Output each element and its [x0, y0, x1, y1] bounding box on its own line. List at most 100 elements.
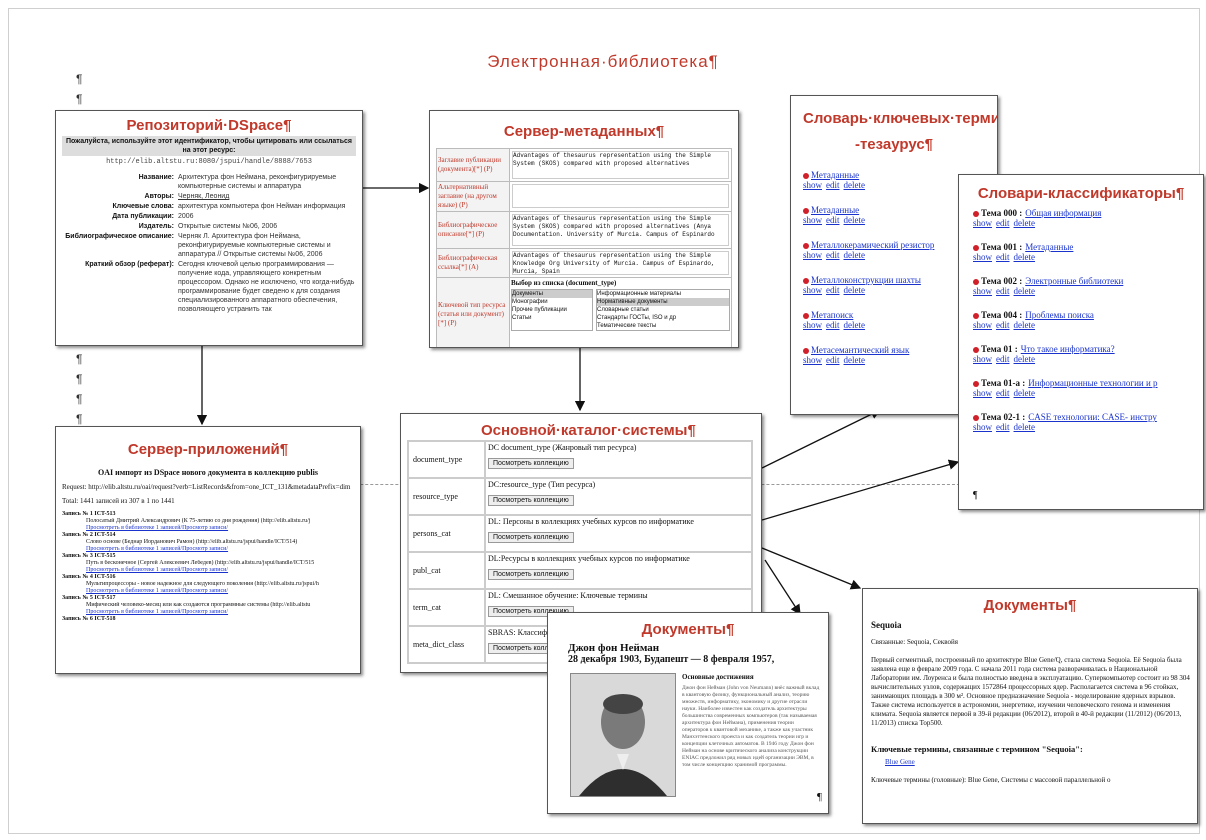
dspace-field-value[interactable]: Черняк, Леонид	[178, 193, 230, 200]
action-show-link[interactable]: show	[973, 252, 993, 262]
select-option[interactable]: Прочие публикации	[512, 307, 567, 313]
select-option[interactable]: Нормативные документы	[597, 298, 729, 306]
action-show-link[interactable]: show	[803, 320, 823, 330]
action-show-link[interactable]: show	[803, 180, 823, 190]
classifier-name-link[interactable]: CASE технологии: CASE- инстру	[1028, 412, 1157, 422]
action-edit-link[interactable]: edit	[826, 215, 840, 225]
action-delete-link[interactable]: delete	[1013, 320, 1036, 330]
classifier-name-link[interactable]: Информационные технологии и р	[1028, 378, 1158, 388]
action-show-link[interactable]: show	[803, 355, 823, 365]
action-delete-link[interactable]: delete	[843, 320, 866, 330]
doc-sequoia-footer: Ключевые термины (головные): Blue Gene, …	[871, 776, 1111, 784]
view-collection-button[interactable]: Посмотреть коллекцию	[488, 532, 574, 543]
record-links[interactable]: Просмотреть в библиотеке 1 записей/Просм…	[86, 567, 229, 573]
action-show-link[interactable]: show	[803, 215, 823, 225]
action-delete-link[interactable]: delete	[843, 215, 866, 225]
action-edit-link[interactable]: edit	[996, 218, 1010, 228]
dspace-handle[interactable]: http://elib.altstu.ru:8080/jspui/handle/…	[106, 158, 312, 166]
action-show-link[interactable]: show	[803, 285, 823, 295]
doc-sequoia-text: Первый сегментный, построенный по архите…	[871, 656, 1190, 727]
action-show-link[interactable]: show	[803, 250, 823, 260]
metadata-input[interactable]: Advantages of thesaurus representation u…	[512, 151, 729, 179]
select-option[interactable]: Статьи	[512, 315, 532, 321]
thesaurus-term-link[interactable]: Метаданные	[811, 205, 860, 215]
action-edit-link[interactable]: edit	[996, 388, 1010, 398]
select-option[interactable]: Монографии	[512, 299, 548, 305]
metadata-value[interactable]: Advantages of thesaurus representation u…	[509, 211, 732, 249]
dspace-field-label: Издатель:	[138, 223, 174, 230]
thesaurus-term-link[interactable]: Метапоиск	[811, 310, 854, 320]
action-show-link[interactable]: show	[973, 218, 993, 228]
action-delete-link[interactable]: delete	[1013, 286, 1036, 296]
action-delete-link[interactable]: delete	[1013, 388, 1036, 398]
action-edit-link[interactable]: edit	[996, 422, 1010, 432]
view-collection-button[interactable]: Посмотреть коллекцию	[488, 495, 574, 506]
action-show-link[interactable]: show	[973, 422, 993, 432]
metadata-input[interactable]	[512, 184, 729, 208]
thesaurus-term-line: Металлоконструкции шахты	[803, 275, 997, 285]
thesaurus-term-link[interactable]: Метасемантический язык	[811, 345, 910, 355]
record-id: Запись № 4 ICT-516	[62, 574, 116, 580]
thesaurus-term-link[interactable]: Металлокерамический резистор	[811, 240, 935, 250]
action-edit-link[interactable]: edit	[826, 250, 840, 260]
view-collection-button[interactable]: Посмотреть коллекцию	[488, 606, 574, 617]
metadata-input[interactable]: Advantages of thesaurus representation u…	[512, 251, 729, 275]
select-option[interactable]: Тематические тексты	[597, 323, 657, 329]
select-option[interactable]: Стандарты ГОСТы, ISO и др	[597, 315, 677, 321]
action-edit-link[interactable]: edit	[996, 252, 1010, 262]
select-option[interactable]: Словарные статьи	[597, 307, 649, 313]
metadata-value[interactable]	[509, 181, 732, 212]
action-delete-link[interactable]: delete	[1013, 354, 1036, 364]
view-collection-button[interactable]: Посмотреть коллекцию	[488, 458, 574, 469]
view-collection-button[interactable]: Посмотреть коллекцию	[488, 569, 574, 580]
record-links[interactable]: Просмотреть в библиотеке 1 записей/Просм…	[86, 525, 229, 531]
thesaurus-term-link[interactable]: Металлоконструкции шахты	[811, 275, 921, 285]
action-show-link[interactable]: show	[973, 320, 993, 330]
action-edit-link[interactable]: edit	[996, 354, 1010, 364]
action-edit-link[interactable]: edit	[826, 180, 840, 190]
action-edit-link[interactable]: edit	[996, 320, 1010, 330]
action-edit-link[interactable]: edit	[826, 285, 840, 295]
doc-sequoia-name: Sequoia	[871, 620, 902, 630]
classifier-name-link[interactable]: Что такое информатика?	[1020, 344, 1115, 354]
classifier-name-link[interactable]: Проблемы поиска	[1025, 310, 1094, 320]
record-links[interactable]: Просмотреть в библиотеке 1 записей/Просм…	[86, 609, 229, 615]
record-links[interactable]: Просмотреть в библиотеке 1 записей/Просм…	[86, 546, 229, 552]
action-edit-link[interactable]: edit	[826, 355, 840, 365]
keyterm-link[interactable]: Blue Gene	[885, 758, 915, 766]
action-edit-link[interactable]: edit	[996, 286, 1010, 296]
dspace-field-label: Библиографическое описание:	[65, 233, 174, 240]
metadata-value[interactable]: Advantages of thesaurus representation u…	[509, 148, 732, 182]
action-show-link[interactable]: show	[973, 354, 993, 364]
select-option[interactable]: Документы	[512, 290, 592, 298]
dspace-field-label: Название:	[138, 174, 174, 181]
thesaurus-term-link[interactable]: Метаданные	[811, 170, 860, 180]
metadata-input[interactable]: Advantages of thesaurus representation u…	[512, 214, 729, 246]
dspace-field-row: Библиографическое описание: Черняк Л. Арх…	[62, 232, 356, 259]
select-option[interactable]: Информационные материалы	[597, 291, 681, 297]
classifier-name-link[interactable]: Общая информация	[1025, 208, 1102, 218]
action-edit-link[interactable]: edit	[826, 320, 840, 330]
action-delete-link[interactable]: delete	[1013, 252, 1036, 262]
action-delete-link[interactable]: delete	[843, 250, 866, 260]
classifier-name-link[interactable]: Электронные библиотеки	[1025, 276, 1124, 286]
catalog-key: document_type	[407, 440, 486, 479]
action-show-link[interactable]: show	[973, 286, 993, 296]
action-delete-link[interactable]: delete	[1013, 422, 1036, 432]
action-delete-link[interactable]: delete	[843, 285, 866, 295]
bullet-icon	[803, 347, 809, 354]
record-links[interactable]: Просмотреть в библиотеке 1 записей/Просм…	[86, 588, 229, 594]
action-show-link[interactable]: show	[973, 388, 993, 398]
metadata-value[interactable]: Advantages of thesaurus representation u…	[509, 248, 732, 278]
metadata-value[interactable]: Выбор из списка (document_type)Документы…	[509, 277, 732, 347]
classifier-name-link[interactable]: Метаданные	[1025, 242, 1074, 252]
action-delete-link[interactable]: delete	[1013, 218, 1036, 228]
action-delete-link[interactable]: delete	[843, 180, 866, 190]
dspace-field-value: Черняк Л. Архитектура фон Неймана, рекон…	[178, 233, 331, 258]
catalog-desc: DL: Смешанное обучение: Ключевые термины	[488, 591, 648, 600]
action-delete-link[interactable]: delete	[843, 355, 866, 365]
